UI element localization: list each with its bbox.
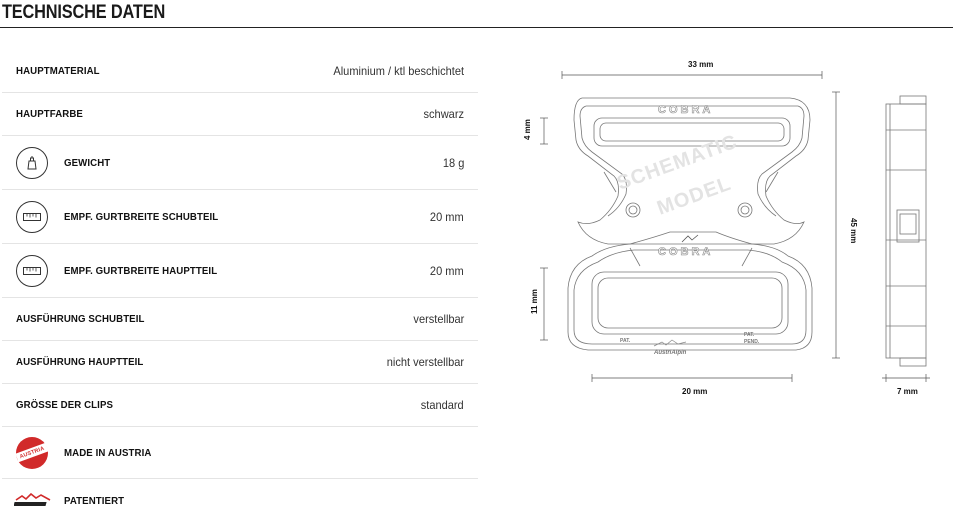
spec-label: EMPF. GURTBREITE SCHUBTEIL bbox=[64, 210, 219, 223]
austria-band: AUSTRIA bbox=[15, 442, 49, 463]
brand-text: AustriAlpin bbox=[653, 350, 687, 356]
spec-row-hauptfarbe: HAUPTFARBE schwarz bbox=[2, 93, 478, 136]
spec-value: 20 mm bbox=[430, 263, 464, 278]
spec-value: nicht verstellbar bbox=[386, 355, 464, 369]
buckle-technical-drawing: 33 mm 45 mm 4 mm 11 mm 20 mm 7 mm COBRA … bbox=[523, 60, 930, 396]
ruler-icon bbox=[16, 200, 48, 233]
cobra-logo-bottom: COBRA bbox=[658, 246, 713, 258]
spec-table: HAUPTMATERIAL Aluminium / ktl beschichte… bbox=[2, 50, 478, 516]
spec-value: 18 g bbox=[442, 155, 464, 170]
spec-label: GRÖSSE DER CLIPS bbox=[16, 399, 114, 411]
spec-value: verstellbar bbox=[413, 312, 464, 326]
spec-label: MADE IN AUSTRIA bbox=[64, 446, 152, 459]
page-title: TECHNISCHE DATEN bbox=[2, 2, 166, 23]
dim-label-bottom-width: 20 mm bbox=[682, 387, 707, 396]
buckle-side-view bbox=[885, 95, 927, 367]
dim-label-slot-top: 4 mm bbox=[523, 119, 532, 140]
austria-badge-text: AUSTRIA bbox=[18, 445, 46, 460]
made-in-austria-icon: AUSTRIA bbox=[15, 436, 49, 469]
spec-label: AUSFÜHRUNG HAUPTTEIL bbox=[16, 356, 144, 368]
dim-label-thickness: 7 mm bbox=[897, 387, 918, 396]
spec-value: 20 mm bbox=[430, 209, 464, 224]
spec-row-made-in-austria: AUSTRIA MADE IN AUSTRIA bbox=[2, 427, 478, 479]
spec-label: EMPF. GURTBREITE HAUPTTEIL bbox=[64, 264, 218, 277]
page-header: TECHNISCHE DATEN bbox=[0, 0, 953, 28]
spec-row-patentiert: PATENTIERT bbox=[2, 479, 478, 516]
spec-value: standard bbox=[421, 398, 464, 412]
spec-row-gurtbreite-schubteil: EMPF. GURTBREITE SCHUBTEIL 20 mm bbox=[2, 190, 478, 244]
spec-row-gurtbreite-hauptteil: EMPF. GURTBREITE HAUPTTEIL 20 mm bbox=[2, 244, 478, 298]
dim-label-total-height: 45 mm bbox=[849, 218, 858, 243]
spec-label: HAUPTFARBE bbox=[16, 108, 83, 120]
watermark-line2: MODEL bbox=[654, 173, 734, 220]
austrialpin-logo-icon bbox=[14, 493, 51, 506]
ruler-icon bbox=[16, 254, 48, 287]
spec-row-ausfuehrung-schubteil: AUSFÜHRUNG SCHUBTEIL verstellbar bbox=[2, 298, 478, 341]
spec-value: Aluminium / ktl beschichtet bbox=[333, 64, 464, 78]
spec-label: AUSFÜHRUNG SCHUBTEIL bbox=[16, 313, 145, 325]
spec-row-hauptmaterial: HAUPTMATERIAL Aluminium / ktl beschichte… bbox=[2, 50, 478, 93]
spec-value: schwarz bbox=[423, 107, 464, 121]
buckle-top-part: COBRA SCHEMATIC MODEL bbox=[573, 97, 811, 245]
spec-row-ausfuehrung-hauptteil: AUSFÜHRUNG HAUPTTEIL nicht verstellbar bbox=[2, 341, 478, 384]
dim-label-slot-bottom: 11 mm bbox=[530, 289, 539, 314]
spec-row-gewicht: GEWICHT 18 g bbox=[2, 136, 478, 190]
spec-label: PATENTIERT bbox=[64, 495, 125, 507]
spec-label: GEWICHT bbox=[64, 156, 111, 169]
dim-label-top-width: 33 mm bbox=[688, 60, 713, 69]
spec-label: HAUPTMATERIAL bbox=[16, 65, 100, 77]
pat-pend-label-line1: PAT. bbox=[744, 332, 755, 338]
weight-icon bbox=[16, 146, 48, 179]
pat-pend-label-line2: PEND. bbox=[744, 339, 760, 345]
spec-row-groesse-clips: GRÖSSE DER CLIPS standard bbox=[2, 384, 478, 427]
cobra-logo-top: COBRA bbox=[658, 104, 713, 116]
buckle-bottom-part: COBRA PAT. PAT. PEND. AustriAlpin bbox=[567, 234, 813, 356]
pat-label: PAT. bbox=[620, 338, 631, 344]
